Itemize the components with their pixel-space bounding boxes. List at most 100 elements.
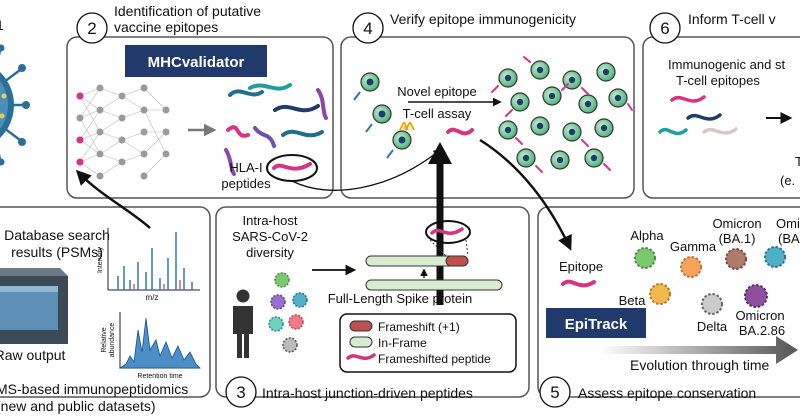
tcell-assay-label: T-cell assay — [403, 106, 472, 121]
panel-2-title-line2: vaccine epitopes — [114, 19, 218, 35]
panel-2-title-line1: Identification of putative — [114, 3, 261, 19]
variant-alpha-label: Alpha — [630, 228, 664, 243]
svg-text:5: 5 — [550, 383, 559, 402]
legend-peptide-label: Frameshifted peptide — [378, 352, 491, 366]
novel-epitope-label: Novel epitope — [397, 84, 477, 99]
epitrack-label: EpiTrack — [565, 316, 628, 333]
panel-1-title-line2: (new and public datasets) — [0, 398, 156, 414]
legend-peptide-swatch — [346, 353, 376, 361]
panel-2-frame — [66, 36, 334, 199]
gamma-virus-icon — [680, 256, 702, 278]
full-spike-bar — [365, 279, 503, 291]
panel-4-number: 4 — [352, 12, 384, 44]
panel-6-number: 6 — [649, 12, 681, 44]
virus-variants-cluster — [268, 272, 308, 353]
panel-6-body-line2: T-cell epitopes — [676, 73, 760, 88]
svg-text:3: 3 — [236, 383, 245, 402]
variant-omicron-ba286-label2: BA.2.86 — [739, 323, 785, 338]
panel-3-legend: Frameshift (+1) In-Frame Frameshifted pe… — [339, 313, 517, 373]
omicron-ba2-virus-icon — [764, 246, 786, 268]
panel-5-number: 5 — [539, 376, 571, 408]
panel-5-title: Assess epitope conservation — [578, 385, 756, 401]
variant-omicron-ba1-label1: Omicron — [712, 216, 761, 231]
variant-omicron-ba1-label2: (BA.1) — [719, 231, 756, 246]
mhcvalidator-label: MHCvalidator — [148, 54, 245, 71]
svg-text:4: 4 — [363, 19, 372, 38]
variant-omicron-ba286-label1: Omicron — [735, 308, 784, 323]
legend-inframe-label: In-Frame — [378, 336, 427, 350]
legend-frameshift-swatch — [349, 320, 373, 332]
tcell-cluster-right — [491, 56, 633, 173]
diversity-line3: diversity — [246, 245, 294, 260]
panel-3-frame — [215, 206, 530, 398]
panel-4-frame — [340, 36, 635, 199]
epitope-peptide-panel5 — [561, 279, 596, 288]
zoom-line-right — [465, 239, 469, 257]
panel-6-peptides — [658, 95, 738, 136]
mhcvalidator-badge — [125, 45, 267, 77]
panel-4-title: Verify epitope immunogenicity — [390, 11, 576, 27]
panel-6-partial-2: (e. — [780, 173, 795, 188]
mass-spectrum: m/z Intensity — [97, 228, 200, 302]
variant-gamma-label: Gamma — [670, 239, 717, 254]
raw-output-label: Raw output — [0, 347, 66, 363]
chromatogram: Retention time Relative abundance — [101, 312, 201, 380]
legend-frameshift-label: Frameshift (+1) — [378, 320, 460, 334]
frameshift-peptide-ellipse — [425, 220, 471, 244]
panel-3-number: 3 — [225, 376, 257, 408]
svg-text:Relative: Relative — [101, 327, 108, 352]
epitrack-badge — [546, 308, 646, 338]
frameshift-peptide-zoom — [430, 227, 464, 235]
database-search-line1: Database search — [4, 227, 110, 243]
variant-omicron-ba2-label1: Omicron — [776, 216, 800, 231]
panel-6-partial-1: T — [795, 154, 800, 169]
svg-text:abundance: abundance — [109, 323, 116, 358]
evolution-arrow — [600, 336, 798, 364]
database-search-line2: results (PSMs) — [11, 244, 103, 260]
assay-to-epitrack-arrow — [479, 138, 572, 251]
panel-6-frame — [642, 36, 800, 199]
person-icon — [233, 289, 253, 358]
panel-6-title: Inform T-cell v — [688, 11, 776, 27]
junction-to-assay-arrowhead — [428, 142, 452, 164]
database-to-mhc-arrow — [75, 169, 151, 229]
variant-omicron-ba2-label2: (BA. — [778, 231, 800, 246]
variant-beta-label: Beta — [619, 293, 647, 308]
panel-5-frame — [537, 206, 800, 398]
virus-icon — [0, 44, 30, 166]
panel-6-body-line1: Immunogenic and st — [668, 57, 785, 72]
evolution-label: Evolution through time — [630, 357, 770, 373]
legend-inframe-swatch — [349, 336, 373, 348]
frameshift-bar — [445, 255, 469, 267]
hla-peptides-line2: peptides — [221, 176, 271, 191]
panel-1-frame — [0, 206, 211, 398]
peptide-to-assay-arrow — [291, 149, 442, 191]
svg-text:Retention time: Retention time — [137, 373, 182, 380]
svg-text:Intensity: Intensity — [97, 246, 104, 273]
panel-2-number: 2 — [76, 12, 108, 44]
ms-instrument-icon — [0, 268, 68, 344]
epitope-peptide-panel4 — [446, 127, 474, 136]
variant-virus-icons — [634, 246, 786, 315]
tcell-cluster-left — [353, 72, 412, 159]
panel-1-number-partial: 1 — [0, 17, 4, 33]
omicron-ba286-virus-icon — [744, 284, 768, 308]
svg-text:6: 6 — [660, 19, 669, 38]
alpha-virus-icon — [634, 247, 656, 269]
panel-3-title: Intra-host junction-driven peptides — [262, 385, 473, 401]
diversity-line2: SARS-CoV-2 — [232, 229, 308, 244]
diversity-line1: Intra-host — [243, 213, 298, 228]
selected-peptide — [272, 162, 312, 171]
neural-network-icon — [76, 84, 170, 180]
omicron-ba1-virus-icon — [725, 248, 747, 270]
delta-virus-icon — [701, 293, 723, 315]
svg-text:2: 2 — [87, 19, 96, 38]
svg-text:m/z: m/z — [146, 293, 159, 302]
epitope-marker-panel4 — [399, 121, 415, 131]
beta-virus-icon — [649, 283, 671, 305]
epitope-label: Epitope — [559, 259, 603, 274]
variant-delta-label: Delta — [697, 319, 728, 334]
hla-peptides-line1: HLA-I — [229, 160, 262, 175]
